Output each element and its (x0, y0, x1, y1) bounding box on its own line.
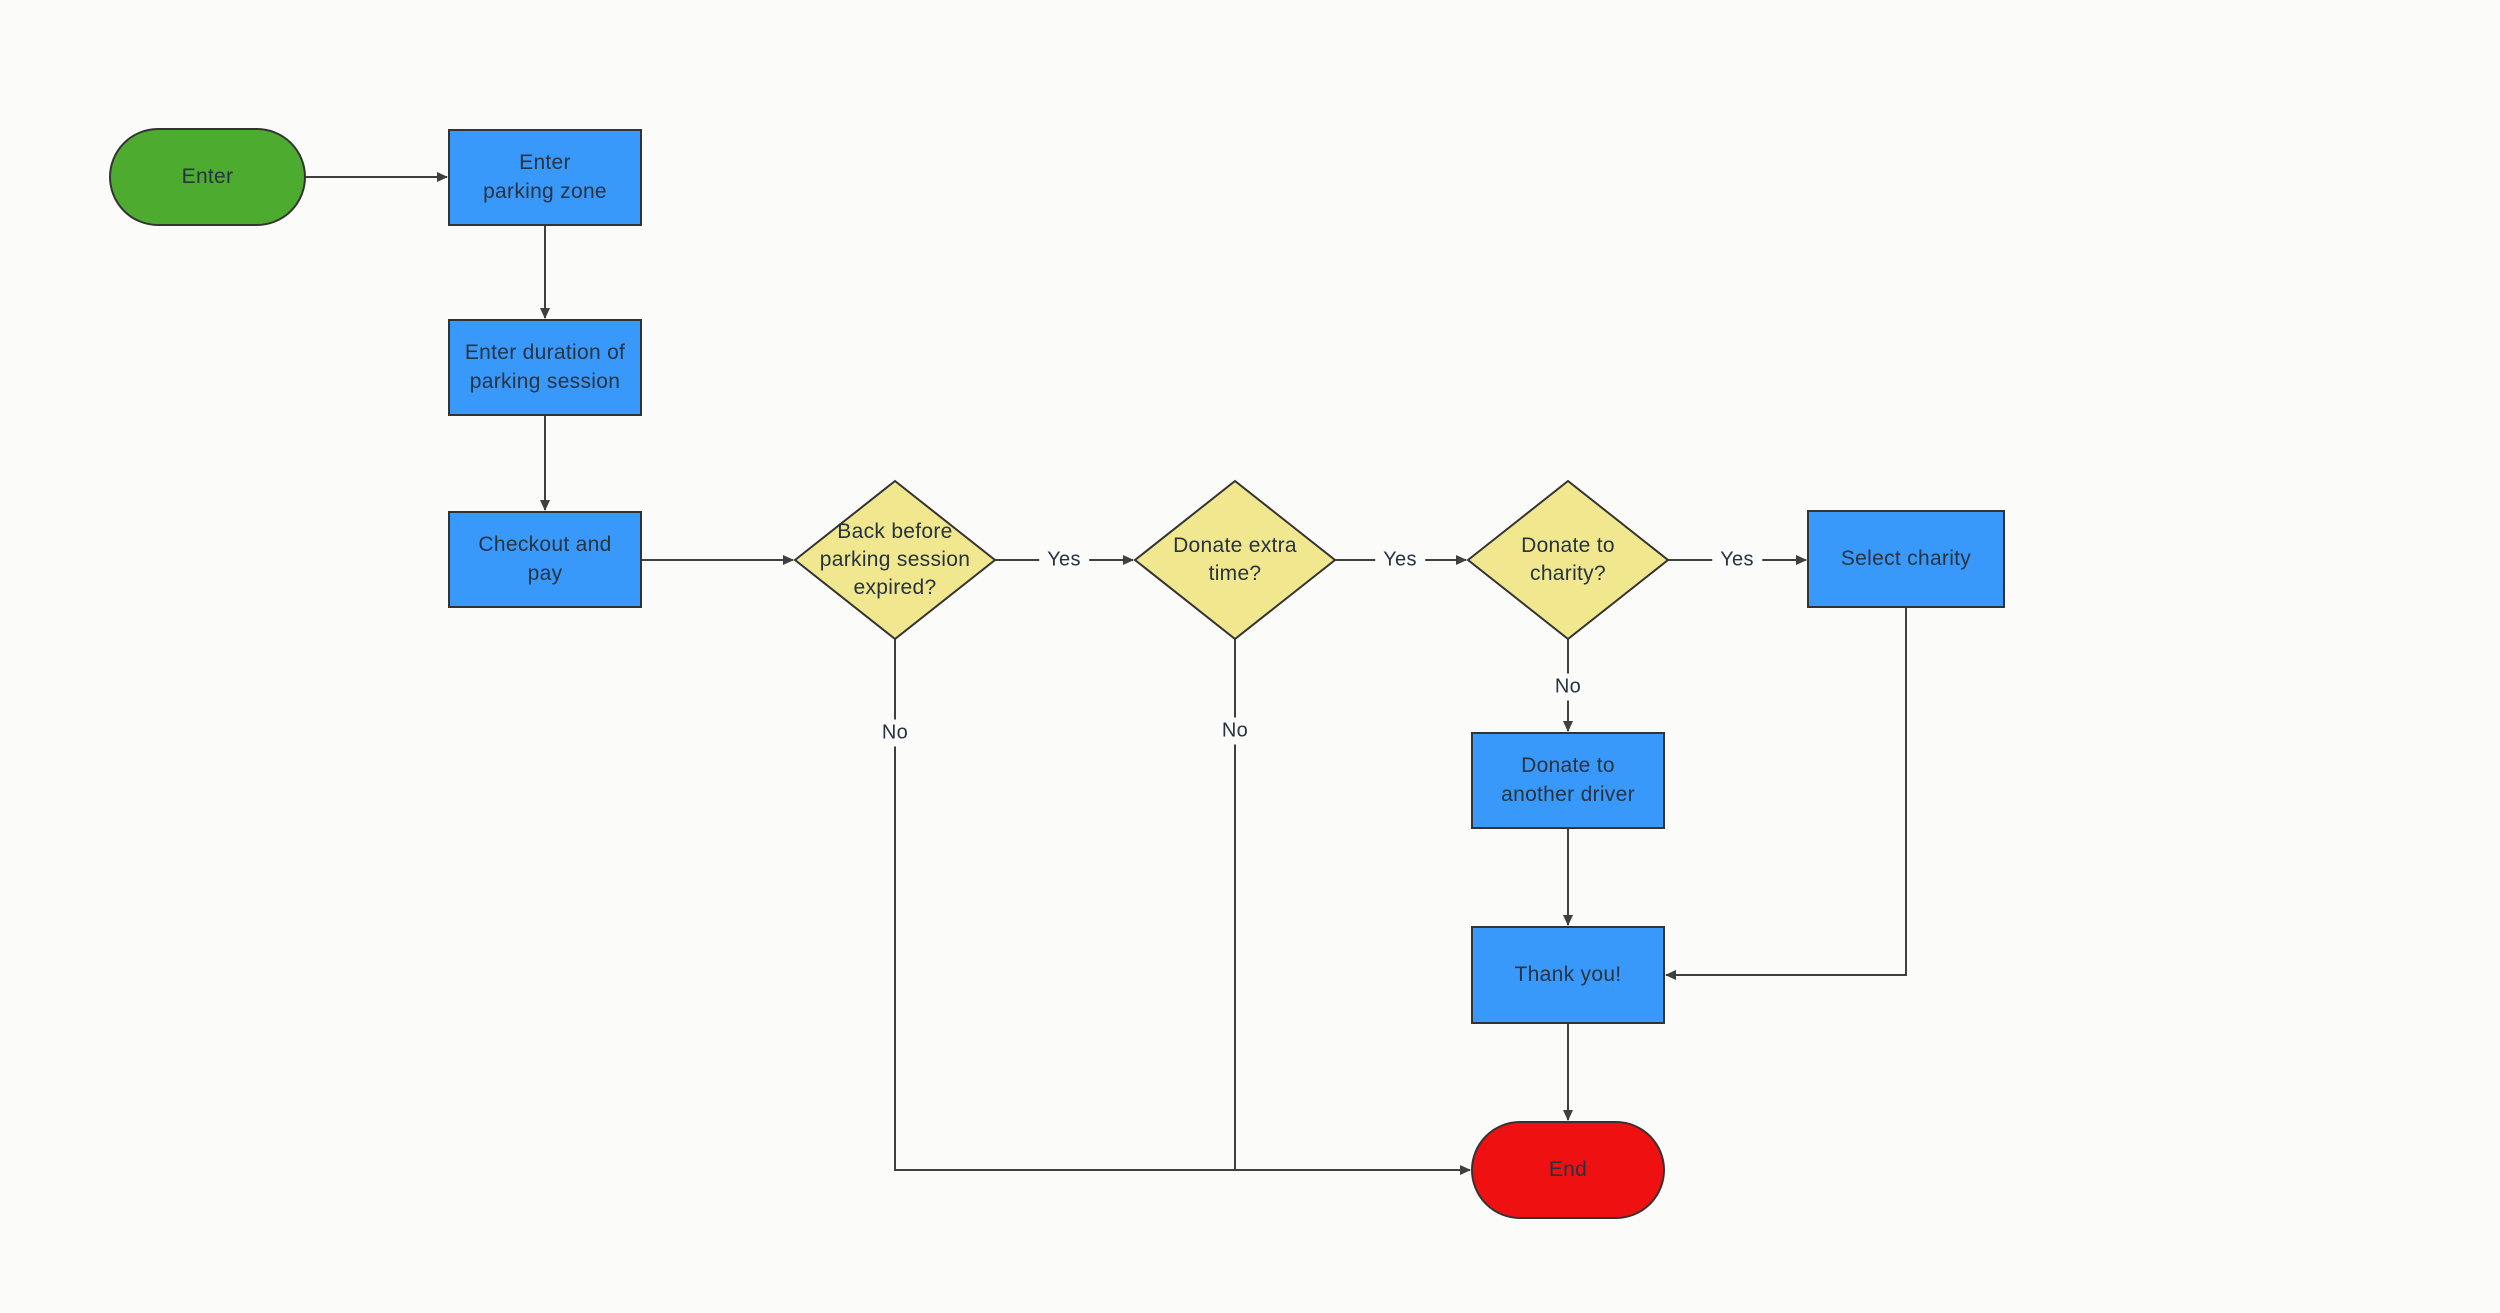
duration-process-shape (448, 319, 642, 416)
charity-decision-shape (1466, 479, 1670, 641)
edge-label-yes-2: Yes (1375, 546, 1425, 574)
node-extra-time[interactable]: Donate extra time? (1173, 533, 1297, 585)
node-enter-zone[interactable]: Enter parking zone (483, 151, 607, 203)
node-checkout[interactable]: Checkout and pay (478, 533, 612, 585)
select-charity-process-shape (1807, 510, 2005, 608)
edge-back-before-no-to-end (894, 639, 1471, 1175)
node-thank-you[interactable]: Thank you! (1514, 962, 1622, 986)
edge-label-yes-3: Yes (1712, 546, 1762, 574)
back-before-decision-shape (793, 479, 997, 641)
thank-you-process-shape (1471, 926, 1665, 1024)
edge-label-no-2: No (1213, 717, 1257, 745)
node-duration[interactable]: Enter duration of parking session (464, 341, 626, 393)
enter-zone-process-shape (448, 129, 642, 226)
node-select-charity[interactable]: Select charity (1840, 546, 1972, 570)
checkout-process-shape (448, 511, 642, 608)
edge-label-no-3: No (1546, 673, 1590, 701)
node-end[interactable]: End (1548, 1157, 1588, 1181)
end-terminator-shape (1471, 1121, 1665, 1219)
extra-time-decision-shape (1133, 479, 1337, 641)
edge-select-charity-to-thank-you (1665, 607, 1907, 980)
node-back-before[interactable]: Back before parking session expired? (819, 519, 971, 600)
edge-label-yes-1: Yes (1039, 546, 1089, 574)
donate-driver-process-shape (1471, 732, 1665, 829)
node-start[interactable]: Enter (181, 164, 234, 188)
edge-label-no-1: No (873, 719, 917, 747)
start-terminator-shape (109, 128, 306, 226)
node-donate-driver[interactable]: Donate to another driver (1501, 754, 1635, 806)
node-charity[interactable]: Donate to charity? (1521, 533, 1615, 585)
